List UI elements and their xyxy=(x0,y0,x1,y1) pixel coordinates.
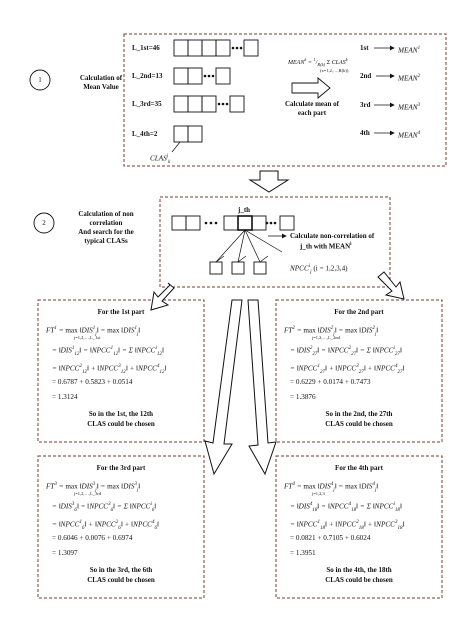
mean-formula: MEANk = 1/R(k) Σ CLASk xyxy=(288,57,348,68)
part2-ft-line: FT2 = max ‖DIS2j‖ = max ‖DIS2j‖ xyxy=(284,326,379,337)
part1-line2: = ‖DIS112‖ = ‖NPCC112‖ = Σ ‖NPCCi12‖ xyxy=(52,346,164,357)
part4-conclusion-1: So in the 4th, the 18th xyxy=(326,566,392,574)
clas-pointer-line xyxy=(171,141,181,153)
step1-frame xyxy=(123,33,447,167)
part3-line2: = ‖DIS36‖ = ‖NPCC36‖ = Σ ‖NPCCi6‖ xyxy=(52,502,157,513)
step-down-arrow xyxy=(248,170,290,193)
part2-line2: = ‖DIS227‖ = ‖NPCC227‖ = Σ ‖NPCCi27‖ xyxy=(290,346,402,357)
part3-result: = 1.3097 xyxy=(52,549,78,557)
mean-arrows xyxy=(374,45,395,136)
noncorr-action-line2: j_th with MEANi xyxy=(300,242,352,251)
part4-conclusion-2: CLAS could be chosen xyxy=(325,576,393,584)
row4-squares xyxy=(173,125,203,143)
part3-title: For the 3rd part xyxy=(96,464,146,472)
row2-label: L_2nd=13 xyxy=(132,72,163,80)
step2-label-line4: typical CLASs xyxy=(84,237,128,245)
mean-small-squares xyxy=(209,261,267,275)
part4-line3: = ‖NPCC118‖ + ‖NPCC218‖ + ‖NPCC318‖ xyxy=(290,520,405,531)
mean-3: MEAN3 xyxy=(398,103,421,112)
part2-frame xyxy=(275,299,443,443)
mean-action-line1: Calculate mean of xyxy=(284,100,340,108)
row4-label: L_4th=2 xyxy=(132,130,158,138)
mean-2: MEAN2 xyxy=(398,74,421,83)
part3-line4: = 0.6046 + 0.0076 + 0.6974 xyxy=(52,534,133,542)
part2-range: j=1,2,…,L_2nd xyxy=(312,335,340,340)
clas-label: CLASjk xyxy=(150,154,171,165)
part4-frame xyxy=(275,455,443,599)
row-ellipsis-dots xyxy=(203,46,243,106)
step2-frame xyxy=(159,196,391,288)
step1-label-line2: Mean Value xyxy=(83,83,119,91)
mean-4: MEAN4 xyxy=(398,131,421,140)
step2-label-line3: And search for the xyxy=(78,228,134,236)
part4-range: j=1,2,3 xyxy=(312,491,325,496)
step1-number-circle xyxy=(29,69,51,91)
part1-range: j=1,2,…,L_1st xyxy=(74,335,101,340)
part3-ft-line: FT3 = max ‖DIS3j‖ = max ‖DIS3j‖ xyxy=(46,482,141,493)
npcc-label: NPCCij (i = 1,2,3,4) xyxy=(290,264,348,275)
part2-result: = 1.3876 xyxy=(290,393,316,401)
part-label-3: 3rd xyxy=(360,101,371,109)
part4-line4: = 0.0821 + 0.7105 + 0.6024 xyxy=(290,534,371,542)
part1-result: = 1.3124 xyxy=(52,393,78,401)
part2-conclusion-1: So in the 2nd, the 27th xyxy=(325,410,393,418)
part3-line3: = ‖NPCC16‖ + ‖NPCC26‖ + ‖NPCC46‖ xyxy=(52,520,159,531)
part1-line4: = 0.6787 + 0.5823 + 0.0514 xyxy=(52,378,133,386)
part2-conclusion-2: CLAS could be chosen xyxy=(325,420,393,428)
step1-number: 1 xyxy=(38,76,42,84)
jth-label: j_th xyxy=(238,206,251,214)
jth-fan-lines xyxy=(215,229,283,263)
noncorr-action-line1: Calculate non-correlation of xyxy=(290,232,375,240)
step2-label-line2: correlation xyxy=(89,219,123,227)
mean-small-arrows xyxy=(215,255,269,263)
part-label-1: 1st xyxy=(360,44,369,52)
part1-title: For the 1st part xyxy=(97,308,145,316)
part-label-4: 4th xyxy=(360,129,370,137)
part3-conclusion-2: CLAS could be chosen xyxy=(87,576,155,584)
part2-title: For the 2nd part xyxy=(334,308,384,316)
mean-hollow-arrow xyxy=(291,77,331,99)
part4-result: = 1.3951 xyxy=(290,549,316,557)
part1-ft-line: FT1 = max ‖DIS1j‖ = max ‖DIS1j‖ xyxy=(46,326,141,337)
part1-line3: = ‖NPCC212‖ + ‖NPCC312‖ + ‖NPCC412‖ xyxy=(52,364,167,375)
part3-frame xyxy=(37,455,205,599)
mean-action-line2: each part xyxy=(297,109,327,117)
step2-label-line1: Calculation of non xyxy=(78,210,134,218)
part1-conclusion-1: So in the 1st, the 12th xyxy=(88,410,154,418)
part3-conclusion-1: So in the 3rd, the 6th xyxy=(89,566,153,574)
jth-dots xyxy=(204,221,277,225)
part1-frame xyxy=(37,299,205,443)
part-label-2: 2nd xyxy=(360,72,372,80)
part4-ft-line: FT4 = max ‖DIS4j‖ = max ‖DIS4j‖ xyxy=(284,482,379,493)
row1-squares xyxy=(173,39,259,57)
row3-label: L_3rd=35 xyxy=(132,100,162,108)
step2-number: 2 xyxy=(42,219,46,227)
mean-formula-sum-sub: (x=1,2,…,R(k)) xyxy=(320,68,349,73)
part4-title: For the 4th part xyxy=(335,464,383,472)
row1-label: L_1st=46 xyxy=(132,44,160,52)
step1-label-line1: Calculation of xyxy=(79,74,123,82)
step2-number-circle xyxy=(33,212,55,234)
mean-1: MEAN1 xyxy=(398,46,421,55)
part2-line4: = 0.6229 + 0.0174 + 0.7473 xyxy=(290,378,371,386)
row2-squares xyxy=(173,67,231,85)
part4-line2: = ‖DIS418‖ = ‖NPCC418‖ = Σ ‖NPCCi18‖ xyxy=(290,502,402,513)
row3-squares xyxy=(173,95,245,113)
part3-range: j=1,2,…,L_3rd xyxy=(74,491,102,496)
branch-arrows xyxy=(150,271,405,476)
part2-line3: = ‖NPCC127‖ + ‖NPCC327‖ + ‖NPCC427‖ xyxy=(290,364,405,375)
part1-conclusion-2: CLAS could be chosen xyxy=(87,420,155,428)
